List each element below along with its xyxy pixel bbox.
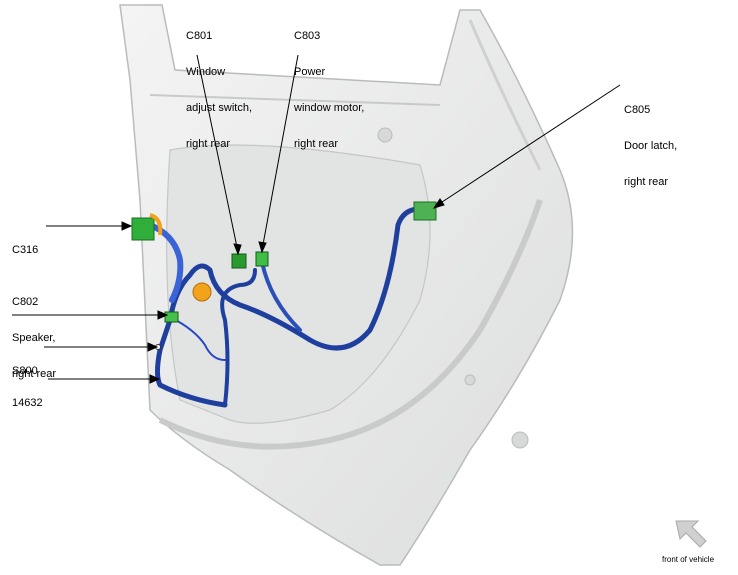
callout-c316: C316 bbox=[12, 220, 38, 268]
callout-c803: C803 Power window motor, right rear bbox=[294, 6, 364, 162]
callout-s800: S800 bbox=[12, 341, 38, 389]
connector-c801 bbox=[231, 253, 247, 269]
wiring-harness bbox=[147, 206, 431, 408]
callout-s800-code: S800 bbox=[12, 365, 38, 377]
callout-c801-code: C801 bbox=[186, 30, 213, 42]
orientation-label: front of vehicle bbox=[662, 555, 715, 564]
door-panel bbox=[119, 4, 574, 566]
connector-c803 bbox=[255, 251, 269, 267]
callout-c805-line2: right rear bbox=[624, 176, 669, 188]
connector-c802 bbox=[164, 311, 179, 323]
speaker-connector-orange bbox=[192, 282, 212, 302]
leader-lines bbox=[12, 54, 621, 384]
connector-c805 bbox=[413, 201, 437, 221]
callout-c802: C802 Speaker, right rear bbox=[12, 272, 56, 392]
callout-c805: C805 Door latch, right rear bbox=[624, 80, 677, 200]
callout-c803-code: C803 bbox=[294, 30, 321, 42]
callout-c803-line2: window motor, bbox=[294, 102, 365, 114]
callout-c805-code: C805 bbox=[624, 104, 651, 116]
callout-c802-code: C802 bbox=[12, 296, 39, 308]
callout-14632-code: 14632 bbox=[12, 397, 43, 409]
callout-c801: C801 Window adjust switch, right rear bbox=[186, 6, 252, 162]
arrow-up-left-icon bbox=[675, 520, 707, 548]
connector-c316 bbox=[131, 213, 163, 241]
callout-c801-line3: right rear bbox=[186, 138, 231, 150]
callout-c802-line2: right rear bbox=[12, 368, 57, 380]
callout-14632: 14632 bbox=[12, 373, 43, 421]
callout-c801-line2: adjust switch, bbox=[186, 102, 253, 114]
callout-c805-line1: Door latch, bbox=[624, 140, 678, 152]
callout-c316-code: C316 bbox=[12, 244, 39, 256]
callout-c801-line1: Window bbox=[186, 66, 226, 78]
callout-c802-line1: Speaker, bbox=[12, 332, 56, 344]
callout-c803-line1: Power bbox=[294, 66, 326, 78]
callout-c803-line3: right rear bbox=[294, 138, 339, 150]
